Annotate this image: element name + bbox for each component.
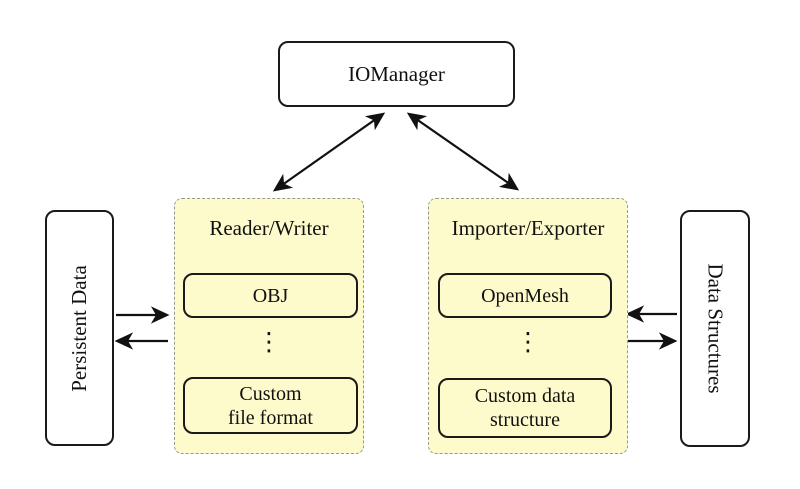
io-manager-label: IOManager [348, 61, 445, 86]
obj-item-label: OBJ [252, 284, 289, 307]
openmesh-item-label: OpenMesh [481, 284, 569, 307]
obj-item: OBJ [183, 273, 358, 318]
persistent-data-label: Persistent Data [67, 264, 91, 392]
custom-data-structure-label: Custom data structure [474, 385, 576, 431]
arrow-iomanager-importerexporter [406, 112, 520, 191]
importer-exporter-group: Importer/Exporter OpenMesh ⋮ Custom data… [428, 198, 628, 454]
data-structures-label: Data Structures [703, 263, 728, 394]
arrow-iomanager-readerwriter [272, 112, 386, 192]
persistent-data-node: Persistent Data [45, 210, 114, 446]
vertical-ellipsis-icon: ⋮ [515, 327, 541, 356]
data-structures-node: Data Structures [680, 210, 750, 447]
custom-file-format-item: Custom file format [183, 377, 358, 434]
custom-data-structure-item: Custom data structure [438, 378, 612, 438]
io-manager-node: IOManager [278, 41, 515, 107]
importer-exporter-title: Importer/Exporter [451, 216, 605, 240]
reader-writer-title: Reader/Writer [209, 216, 329, 240]
openmesh-item: OpenMesh [438, 273, 612, 318]
reader-writer-group: Reader/Writer OBJ ⋮ Custom file format [174, 198, 364, 454]
vertical-ellipsis-icon: ⋮ [256, 327, 282, 356]
custom-file-format-label: Custom file format [228, 382, 313, 429]
